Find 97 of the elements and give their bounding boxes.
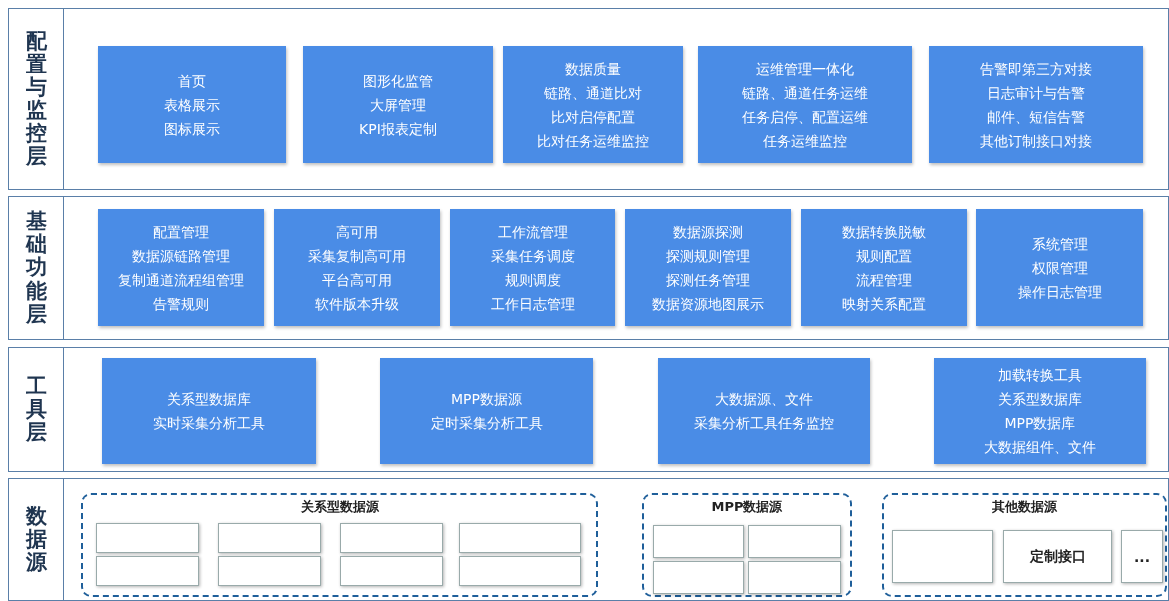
module-item: 邮件、短信告警: [987, 107, 1085, 127]
module-title: 加载转换工具: [998, 366, 1082, 385]
module-title: 数据转换脱敏: [842, 222, 926, 242]
module-item: 复制通道流程组管理: [118, 270, 244, 290]
module-item: 任务运维监控: [763, 131, 847, 151]
module-item: 数据源链路管理: [132, 246, 230, 266]
module-item: 采集分析工具任务监控: [694, 414, 834, 433]
module-item: 比对启停配置: [551, 107, 635, 127]
module-box: [976, 209, 1143, 326]
source-box: [96, 556, 199, 586]
group-title: 其他数据源: [992, 499, 1057, 514]
module-item: 操作日志管理: [1017, 282, 1102, 302]
module-title: 关系型数据库: [167, 390, 251, 409]
module-box: [98, 209, 264, 326]
module-title: 大数据源、文件: [715, 390, 813, 409]
module-item: 平台高可用: [322, 270, 392, 290]
module-item: 比对任务运维监控: [537, 131, 649, 151]
module-item: 探测规则管理: [666, 246, 750, 266]
source-box: [96, 523, 199, 553]
source-box: [218, 556, 321, 586]
source-box: [340, 523, 443, 553]
module-box: [98, 46, 286, 163]
module-item: 工作日志管理: [490, 294, 575, 314]
layer-title: 工具层: [25, 374, 47, 445]
source-box: [748, 525, 841, 558]
module-box: [503, 46, 683, 163]
module-title: 系统管理: [1031, 234, 1088, 254]
dashed-group: [81, 493, 598, 597]
source-box: [340, 556, 443, 586]
module-item: 告警规则: [153, 294, 209, 314]
group-title: MPP数据源: [711, 499, 783, 514]
module-item: 映射关系配置: [842, 294, 926, 314]
source-label: ...: [1134, 548, 1150, 565]
source-label: 定制接口: [1029, 547, 1086, 566]
module-box: [698, 46, 912, 163]
source-box: [892, 530, 993, 583]
module-title: 告警即第三方对接: [980, 59, 1092, 79]
module-item: 关系型数据库: [998, 390, 1082, 409]
module-item: 图标展示: [164, 119, 220, 139]
module-box: [102, 358, 316, 464]
module-item: 采集复制高可用: [308, 246, 406, 266]
module-box: [658, 358, 870, 464]
source-box: [459, 556, 581, 586]
module-box: [380, 358, 593, 464]
module-title: MPP数据源: [451, 390, 522, 409]
module-box: [929, 46, 1143, 163]
source-box: [1003, 530, 1112, 583]
layer-band: [8, 478, 1169, 601]
module-item: 表格展示: [164, 95, 220, 115]
module-title: 数据质量: [565, 59, 621, 79]
module-item: 流程管理: [856, 270, 912, 290]
module-box: [625, 209, 791, 326]
module-item: 大数据组件、文件: [984, 438, 1096, 457]
module-box: [450, 209, 615, 326]
module-item: 任务启停、配置运维: [742, 107, 868, 127]
module-item: 规则调度: [504, 270, 561, 290]
module-item: 链路、通道任务运维: [742, 83, 868, 103]
module-item: 数据资源地图展示: [652, 294, 764, 314]
dashed-group: [882, 493, 1167, 597]
module-box: [303, 46, 493, 163]
module-item: 探测任务管理: [666, 270, 750, 290]
module-item: 实时采集分析工具: [153, 414, 265, 433]
module-item: 链路、通道比对: [544, 83, 642, 103]
group-title: 关系型数据源: [300, 499, 379, 514]
module-item: 软件版本升级: [315, 294, 399, 314]
layer-band: [8, 8, 1169, 190]
module-item: 权限管理: [1031, 258, 1088, 278]
module-box: [274, 209, 440, 326]
layer-title: 数据源: [25, 504, 47, 575]
module-box: [801, 209, 967, 326]
layer-title: 基础功能层: [25, 210, 47, 326]
source-box: [653, 525, 744, 558]
source-box: [653, 561, 744, 594]
module-item: 定时采集分析工具: [430, 414, 543, 433]
module-item: 大屏管理: [370, 95, 426, 115]
layer-band: [8, 196, 1169, 340]
layer-band: [8, 347, 1169, 472]
module-title: 数据源探测: [673, 222, 743, 242]
module-item: 采集任务调度: [490, 246, 575, 266]
module-title: 首页: [178, 71, 206, 91]
module-title: 配置管理: [153, 222, 209, 242]
module-title: 高可用: [336, 222, 378, 242]
layer-title: 配置与监控层: [25, 29, 47, 169]
module-title: 工作流管理: [497, 222, 568, 242]
module-item: KPI报表定制: [359, 119, 437, 139]
source-box: [459, 523, 581, 553]
module-title: 图形化监管: [363, 71, 433, 91]
module-item: MPP数据库: [1004, 414, 1076, 433]
dashed-group: [642, 493, 852, 597]
module-box: [934, 358, 1146, 464]
source-box: [218, 523, 321, 553]
module-item: 规则配置: [856, 246, 912, 266]
module-item: 其他订制接口对接: [980, 131, 1092, 151]
module-title: 运维管理一体化: [756, 59, 854, 79]
source-box: [748, 561, 841, 594]
module-item: 日志审计与告警: [987, 83, 1085, 103]
source-box: [1121, 530, 1163, 583]
